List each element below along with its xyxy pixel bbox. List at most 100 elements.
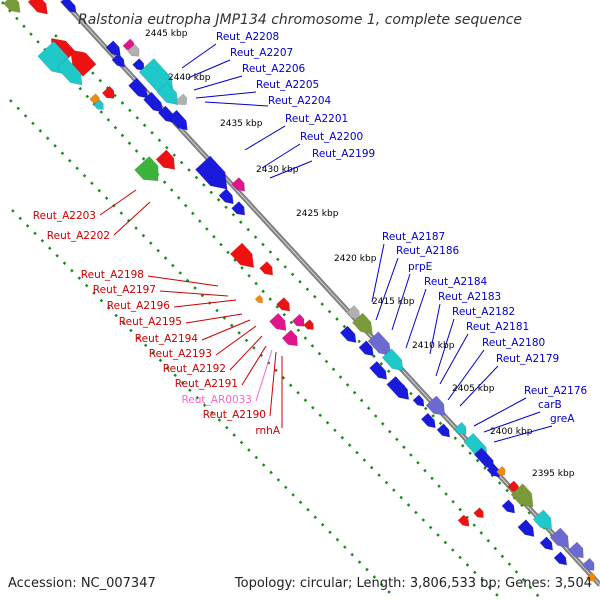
gene-arrow <box>425 395 446 416</box>
gene-label: Reut_A2196 <box>107 300 171 312</box>
leader-line <box>195 91 257 99</box>
gene-arrow <box>473 507 484 519</box>
gene-label: Reut_A2184 <box>424 276 488 288</box>
gene-arrow <box>155 149 176 170</box>
leader-line <box>201 319 251 341</box>
gene-arrow <box>501 499 516 514</box>
gene-arrow <box>128 77 148 99</box>
leader-line <box>391 273 411 331</box>
gene-arrow <box>126 43 140 57</box>
gene-arrow <box>281 329 298 347</box>
map-title: Ralstonia eutropha JMP134 chromosome 1, … <box>78 12 522 28</box>
leader-line <box>229 335 263 371</box>
gene-arrow <box>254 294 264 304</box>
gene-label: Reut_A2198 <box>81 269 144 281</box>
gene-label: Reut_A2183 <box>438 291 501 303</box>
gene-arrow <box>386 375 410 400</box>
gene-label: Reut_A2187 <box>382 231 445 243</box>
leader-line <box>405 288 427 349</box>
gene-arrow <box>346 305 361 320</box>
gene-label: Reut_A2190 <box>203 409 266 421</box>
gene-arrow <box>553 551 568 566</box>
gene-arrow <box>56 57 83 86</box>
leader-line <box>204 101 269 107</box>
gene-arrow <box>3 0 21 13</box>
leader-line <box>244 125 286 151</box>
leader-line <box>371 243 385 303</box>
gene-label: Reut_A2194 <box>135 333 199 345</box>
gene-arrow <box>105 40 121 57</box>
gene-label: Reut_A2182 <box>452 306 515 318</box>
gene-label: greA <box>550 413 575 425</box>
leader-line <box>185 313 243 324</box>
gene-arrow <box>259 261 274 276</box>
gene-arrow <box>420 412 436 429</box>
gene-arrow <box>175 93 188 106</box>
gene-label: Reut_A2203 <box>33 210 96 222</box>
gene-arrow <box>101 85 115 99</box>
gene-arrow <box>303 319 314 331</box>
leader-line <box>269 160 313 179</box>
gene-arrow <box>367 331 392 356</box>
gene-label: Reut_A2199 <box>312 148 375 160</box>
scale-tick-label: 2395 kbp <box>532 469 575 479</box>
leader-line <box>435 318 455 377</box>
leader-line <box>241 345 267 386</box>
gene-label: rnhA <box>255 425 280 437</box>
gene-arrow <box>134 155 159 182</box>
gene-arrow <box>291 313 305 327</box>
leader-line <box>269 351 277 417</box>
gene-label: Reut_A2200 <box>300 131 363 143</box>
gene-label: Reut_A2193 <box>149 348 212 360</box>
scale-tick-label: 2445 kbp <box>145 29 188 39</box>
gene-arrow <box>358 340 374 357</box>
leader-line <box>459 365 499 407</box>
leader-line <box>173 299 237 308</box>
gene-arrow <box>218 188 234 205</box>
leader-line <box>159 290 229 297</box>
gene-label: Reut_A2206 <box>242 63 306 75</box>
leader-line <box>483 411 541 433</box>
leader-line <box>429 303 441 355</box>
gene-label: carB <box>538 399 562 411</box>
gene-labels: Reut_A2208Reut_A2207Reut_A2206Reut_A2205… <box>33 31 588 437</box>
leader-line <box>181 43 217 69</box>
gene-label: Reut_A2204 <box>268 95 332 107</box>
leader-line <box>113 201 151 236</box>
scale-tick-label: 2420 kbp <box>334 254 377 264</box>
gene-label: Reut_A2179 <box>496 353 559 365</box>
gene-arrow <box>269 312 287 331</box>
gene-arrow <box>156 82 179 106</box>
accession-text: Accession: NC_007347 <box>8 576 156 591</box>
gene-label: Reut_A2191 <box>175 378 238 390</box>
gene-arrow <box>549 527 570 548</box>
gene-arrow <box>585 571 596 582</box>
gene-arrow <box>60 0 77 14</box>
label-leaders <box>99 43 553 443</box>
gene-arrow <box>412 394 425 407</box>
scale-tick-label: 2425 kbp <box>296 209 339 219</box>
scale-tick-label: 2415 kbp <box>372 297 415 307</box>
gene-arrow <box>517 519 535 538</box>
leader-line <box>375 257 399 321</box>
gene-label: Reut_A2176 <box>524 385 588 397</box>
gene-arrow <box>276 297 291 312</box>
scale-tick-label: 2440 kbp <box>168 73 211 83</box>
gene-label: Reut_AR0033 <box>181 394 252 406</box>
gene-label: Reut_A2195 <box>119 316 182 328</box>
gene-arrow <box>369 360 388 380</box>
scale-tick-label: 2435 kbp <box>220 119 263 129</box>
gene-label: Reut_A2202 <box>47 230 110 242</box>
gene-arrow <box>436 423 451 438</box>
gene-arrow <box>231 201 246 216</box>
scale-tick-label: 2400 kbp <box>490 427 533 437</box>
leader-line <box>255 349 273 402</box>
gene-arrow <box>195 155 228 190</box>
gene-label: prpE <box>408 261 432 273</box>
leader-line <box>215 325 257 356</box>
gene-arrow <box>229 242 255 268</box>
gene-arrow <box>93 99 104 111</box>
